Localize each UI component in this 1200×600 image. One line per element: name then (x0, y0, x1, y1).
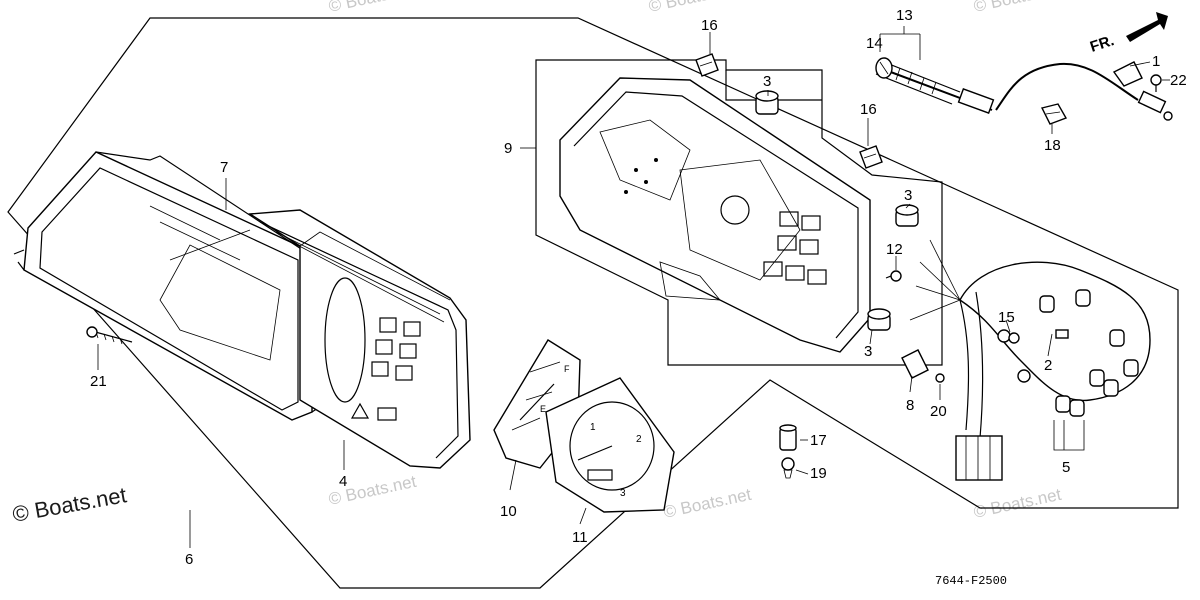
callout-3b: 3 (904, 187, 912, 204)
oil-warning-icon (379, 317, 397, 333)
callout-16a: 16 (701, 17, 718, 34)
callout-15: 15 (998, 309, 1015, 326)
bulb-socket-3c (867, 308, 891, 331)
fr-label: FR. (1088, 32, 1116, 56)
callout-13: 13 (896, 7, 913, 24)
callout-5: 5 (1062, 459, 1070, 476)
leader-lines (97, 26, 1170, 548)
callout-12: 12 (886, 241, 903, 258)
tachometer-11: 1 2 3 (545, 377, 675, 513)
screw-19 (781, 457, 795, 479)
callout-8: 8 (906, 397, 914, 414)
drawing-code: 7644-F2500 (935, 574, 1007, 588)
callout-9: 9 (504, 140, 512, 157)
speedo-cable-13 (875, 61, 1173, 121)
bulb-socket-3b (895, 204, 919, 227)
hazard-icon (350, 402, 370, 419)
watermark: © Boats.net (662, 485, 753, 522)
spacer-17 (779, 424, 797, 451)
bolt-22 (1150, 74, 1162, 92)
callouts: 7 4 21 6 9 16 3 16 3 3 12 8 20 15 2 5 17… (90, 7, 1187, 568)
callout-2: 2 (1044, 357, 1052, 374)
callout-6: 6 (185, 551, 193, 568)
wire-harness-5 (909, 239, 1151, 481)
watermark: © Boats.net (972, 0, 1063, 16)
headlight-icon (395, 365, 413, 381)
clip-16a (695, 53, 719, 77)
screw-12 (885, 270, 902, 282)
meter-case-9 (559, 77, 871, 353)
fuel-empty-mark: E (540, 404, 546, 414)
watermark: © Boats.net (327, 0, 418, 16)
callout-16b: 16 (860, 101, 877, 118)
callout-11: 11 (572, 529, 588, 546)
front-panel-4 (247, 209, 471, 469)
assembly-boundary-6 (7, 17, 1179, 589)
callout-3c: 3 (864, 343, 872, 360)
grommet-18 (1040, 103, 1068, 125)
screw-15 (1008, 332, 1020, 344)
bracket-3-top (725, 70, 822, 101)
callout-19: 19 (810, 465, 827, 482)
battery-icon (375, 339, 393, 355)
tach-mark-1: 1 (590, 422, 596, 433)
bulbs-2 (1039, 289, 1139, 417)
clip-16b (859, 145, 883, 169)
brake-icon (371, 361, 389, 377)
sub-boundary-9 (535, 59, 943, 366)
tach-mark-2: 2 (636, 434, 642, 445)
callout-10: 10 (500, 503, 517, 520)
screw-21 (86, 326, 133, 345)
clamp-1 (1112, 61, 1143, 87)
speedo-opening (324, 277, 366, 403)
watermark: © Boats.net (647, 0, 738, 16)
connector-8 (901, 349, 929, 379)
screw-20 (935, 373, 945, 383)
front-direction-arrow: FR. (1088, 12, 1168, 56)
watermark: © Boats.net (972, 485, 1063, 522)
boats-net-watermark: © Boats.net (11, 482, 129, 527)
bulb-socket-3a (755, 90, 779, 115)
tach-mark-3: 3 (620, 488, 626, 499)
lens-cover-7 (13, 151, 331, 421)
indicator-blank-icon (377, 407, 397, 421)
callout-18: 18 (1044, 137, 1061, 154)
callout-4: 4 (339, 473, 347, 490)
indicator-icons (350, 317, 421, 421)
charge-icon (403, 321, 421, 337)
seatbelt-icon (399, 343, 417, 359)
callout-22: 22 (1170, 72, 1187, 89)
fuel-full-mark: F (564, 364, 570, 374)
cable-end-14 (875, 57, 893, 79)
callout-7: 7 (220, 159, 228, 176)
callout-20: 20 (930, 403, 947, 420)
callout-3a: 3 (763, 73, 771, 90)
callout-1: 1 (1152, 53, 1160, 70)
callout-17: 17 (810, 432, 827, 449)
callout-14: 14 (866, 35, 883, 52)
callout-21: 21 (90, 373, 107, 390)
